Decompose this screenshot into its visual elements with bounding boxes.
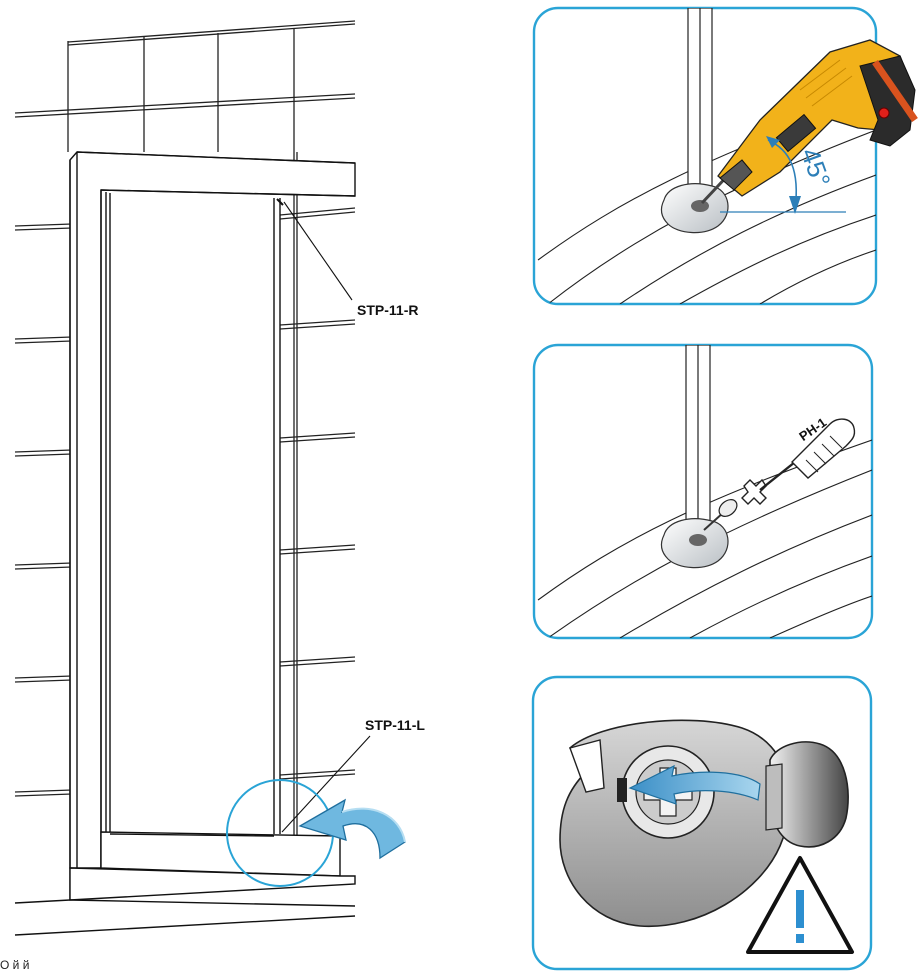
- label-stp-11-l: STP-11-L: [365, 717, 425, 733]
- leader-line: [283, 201, 353, 301]
- panel-drilling: 45°: [532, 6, 918, 306]
- curved-arrow-icon: [298, 798, 406, 860]
- screwdriver-icon: PH-1: [703, 415, 856, 531]
- page-caption: О й й: [0, 958, 30, 972]
- leader-line: [281, 735, 371, 833]
- label-stp-11-r: STP-11-R: [357, 302, 418, 318]
- callout-stp-11-r: STP-11-R: [276, 198, 418, 318]
- callout-stp-11-l: STP-11-L: [281, 717, 425, 833]
- profile-tip: [276, 198, 284, 206]
- warning-triangle-icon: [746, 856, 854, 954]
- insert-arrow-icon: [628, 764, 761, 805]
- screw-icon: [703, 499, 738, 531]
- panel-warning: [531, 675, 873, 971]
- profile-post: [685, 345, 711, 526]
- drill-hole: [691, 200, 709, 212]
- drill-icon: [700, 39, 918, 205]
- door-frame: [14, 151, 356, 936]
- wall-tile-grid: [14, 20, 356, 840]
- panel-screwing: PH-1: [532, 343, 874, 640]
- profile-post: [687, 8, 713, 209]
- screw-cap: [769, 741, 849, 848]
- phillips-bit-icon: [741, 478, 767, 505]
- screw-hole: [689, 534, 707, 546]
